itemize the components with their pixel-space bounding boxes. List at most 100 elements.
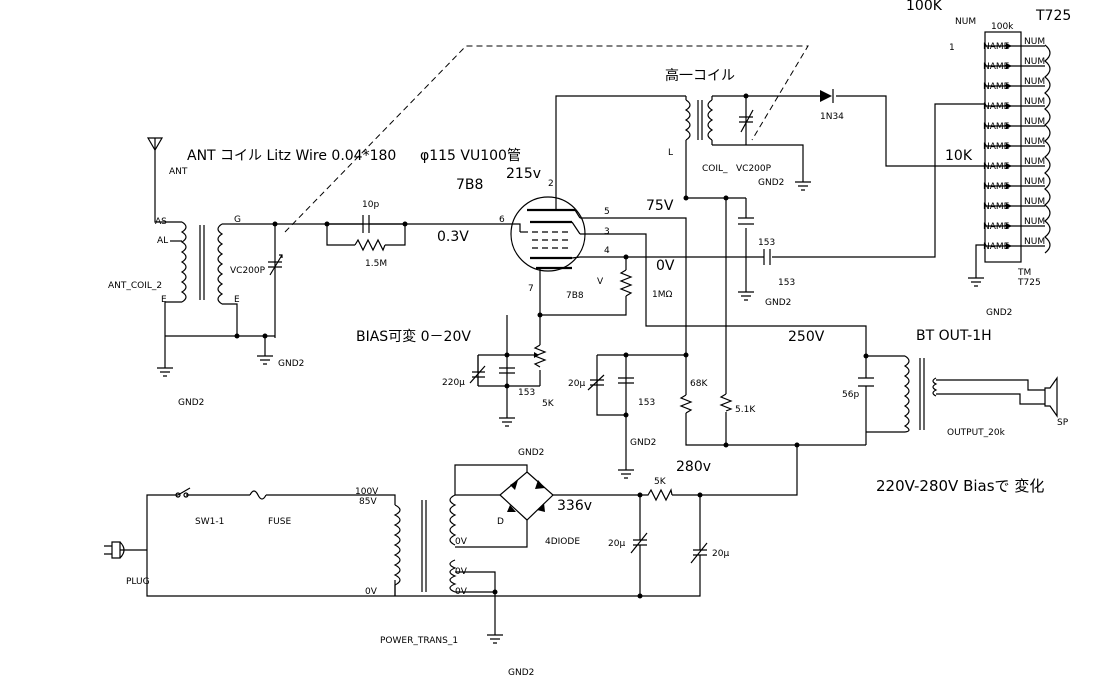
r5k-filter-resistor xyxy=(640,488,673,502)
c20u-filter-1 xyxy=(630,532,648,554)
label-r15m: 1.5M xyxy=(365,259,387,269)
label-gnd2-h: GND2 xyxy=(508,668,534,678)
label-high-coil: 高一コイル xyxy=(665,67,735,84)
r15m-resistor xyxy=(354,238,386,252)
label-e2: E xyxy=(234,295,240,305)
terminal-num: NUM xyxy=(1024,157,1045,167)
label-num-top: NUM xyxy=(955,17,976,27)
terminal-num: NUM xyxy=(1024,237,1045,247)
label-pin3: 3 xyxy=(604,227,610,237)
label-pin7: 7 xyxy=(528,284,534,294)
label-vu-desc: φ115 VU100管 xyxy=(420,148,521,164)
terminal-num: NUM xyxy=(1024,97,1045,107)
label-c10p: 10p xyxy=(362,200,379,210)
c56p-capacitor xyxy=(858,377,874,387)
label-as: AS xyxy=(155,217,167,227)
c20u-mid xyxy=(587,374,605,391)
terminal-arrow xyxy=(1006,103,1012,109)
label-vc200p-1: VC200P xyxy=(230,266,266,276)
label-ant: ANT xyxy=(169,167,188,177)
label-c56p: 56p xyxy=(842,390,859,400)
terminal-name: NAME xyxy=(983,162,1010,172)
terminal-name: NAME xyxy=(983,182,1010,192)
label-c20u-b: 20μ xyxy=(608,539,625,549)
terminal-name: NAME xyxy=(983,82,1010,92)
label-100k: 100K xyxy=(906,0,943,14)
bias-potentiometer xyxy=(530,344,547,368)
label-v0-d: 0V xyxy=(365,587,378,597)
label-v215: 215v xyxy=(506,166,541,182)
t725-rows: NAME NUM NAME NUM NAME NUM NAME NUM NAME NUM NAME N… xyxy=(983,37,1045,252)
label-4diode: 4DIODE xyxy=(545,537,580,547)
label-v03: 0.3V xyxy=(437,229,469,245)
label-v0: 0V xyxy=(656,258,675,274)
terminal-row: NAME NUM xyxy=(983,37,1045,52)
label-c20u-c: 20μ xyxy=(712,549,729,559)
terminal-row: NAME NUM xyxy=(983,77,1045,92)
label-plug: PLUG xyxy=(126,577,150,587)
label-power-trans: POWER_TRANS_1 xyxy=(380,636,458,646)
terminal-arrow xyxy=(1006,163,1012,169)
r51k-resistor xyxy=(719,393,733,412)
terminal-arrow xyxy=(1006,223,1012,229)
label-v250: 250V xyxy=(788,329,825,345)
terminal-num: NUM xyxy=(1024,37,1045,47)
ant-coil xyxy=(164,221,238,305)
label-v0-a: 0V xyxy=(455,537,468,547)
c10p-capacitor xyxy=(327,215,405,233)
power-transformer xyxy=(393,494,457,596)
terminal-num: NUM xyxy=(1024,197,1045,207)
c153-cathode xyxy=(499,367,515,374)
terminal-arrow xyxy=(1006,143,1012,149)
label-e1: E xyxy=(161,295,167,305)
dashed-shield xyxy=(284,45,809,233)
label-v85: 85V xyxy=(359,497,377,507)
label-output-20k: OUTPUT_20k xyxy=(947,428,1006,438)
label-gnd2-c: GND2 xyxy=(758,178,784,188)
terminal-num: NUM xyxy=(1024,57,1045,67)
terminal-arrow xyxy=(1006,63,1012,69)
label-bias-note: 220V-280V Biasで 変化 xyxy=(876,477,1044,495)
terminal-num: NUM xyxy=(1024,117,1045,127)
terminal-name: NAME xyxy=(983,122,1010,132)
bridge-rectifier xyxy=(499,471,554,521)
terminal-name: NAME xyxy=(983,202,1010,212)
label-gnd2-f: GND2 xyxy=(630,438,656,448)
label-ant-coil-desc: ANT コイル Litz Wire 0.04*180 xyxy=(187,148,396,164)
label-one: 1 xyxy=(949,43,955,53)
label-v336: 336v xyxy=(557,498,592,514)
label-r5k-a: 5K xyxy=(542,399,555,409)
c153-horizontal xyxy=(763,249,771,265)
label-v-small: V xyxy=(597,277,604,287)
label-gnd2-e: GND2 xyxy=(765,298,791,308)
label-t725b: T725 xyxy=(1017,278,1041,288)
terminal-row: NAME NUM xyxy=(983,157,1045,172)
labels: ANT ANT コイル Litz Wire 0.04*180 φ115 VU10… xyxy=(108,0,1071,678)
terminal-name: NAME xyxy=(983,42,1010,52)
label-g: G xyxy=(234,215,241,225)
terminal-name: NAME xyxy=(983,142,1010,152)
terminal-num: NUM xyxy=(1024,137,1045,147)
label-tm: TM xyxy=(1017,268,1031,278)
label-10k: 10K xyxy=(945,148,973,164)
label-c20u-a: 20μ xyxy=(568,379,585,389)
label-v0-c: 0V xyxy=(455,587,468,597)
label-c153-d: 153 xyxy=(638,398,655,408)
t725-terminal-block xyxy=(984,31,1051,263)
label-fuse: FUSE xyxy=(268,517,291,527)
terminal-row: NAME NUM xyxy=(983,57,1045,72)
label-v100: 100V xyxy=(355,487,379,497)
terminal-name: NAME xyxy=(983,62,1010,72)
label-bias: BIAS可変 0－20V xyxy=(356,328,471,345)
tube-7b8 xyxy=(510,196,586,272)
label-pin2: 2 xyxy=(548,179,554,189)
r68k-resistor xyxy=(679,394,693,414)
label-al: AL xyxy=(157,236,168,246)
terminal-row: NAME NUM xyxy=(983,117,1045,132)
terminal-num: NUM xyxy=(1024,77,1045,87)
